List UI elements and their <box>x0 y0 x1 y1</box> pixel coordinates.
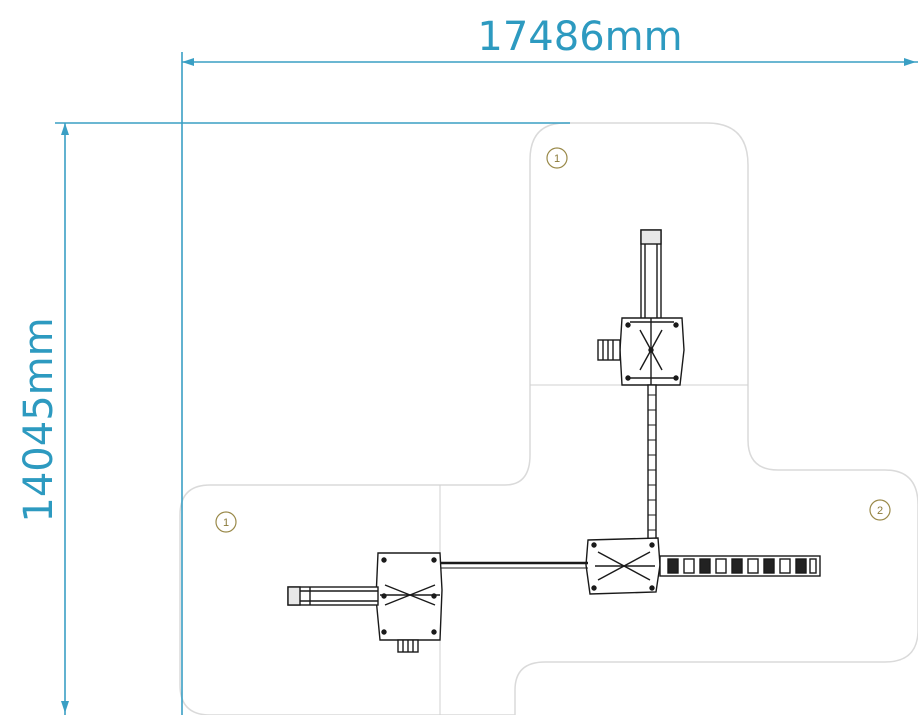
zone-marker-label: 2 <box>877 505 883 517</box>
top-slide <box>640 229 662 321</box>
left-platform <box>375 552 443 641</box>
left-ladder <box>397 639 419 653</box>
zone-marker-left: 1 <box>215 511 237 533</box>
horizontal-bridge <box>440 561 588 569</box>
zone-marker-top: 1 <box>546 147 568 169</box>
height-dimension-label: 14045mm <box>16 317 62 522</box>
zone-marker-label: 1 <box>554 153 560 165</box>
center-platform <box>585 537 661 595</box>
safety-zone-outline <box>179 122 918 715</box>
left-slide <box>287 586 379 606</box>
top-platform <box>619 317 685 386</box>
vertical-bridge <box>647 384 657 541</box>
height-dimension <box>55 122 570 715</box>
zone-marker-label: 1 <box>223 517 229 529</box>
top-ladder <box>597 339 621 361</box>
right-tunnel <box>659 555 821 577</box>
equipment <box>287 229 821 653</box>
zone-marker-right: 2 <box>869 499 891 521</box>
width-dimension-label: 17486mm <box>477 14 682 60</box>
width-dimension <box>181 52 918 715</box>
